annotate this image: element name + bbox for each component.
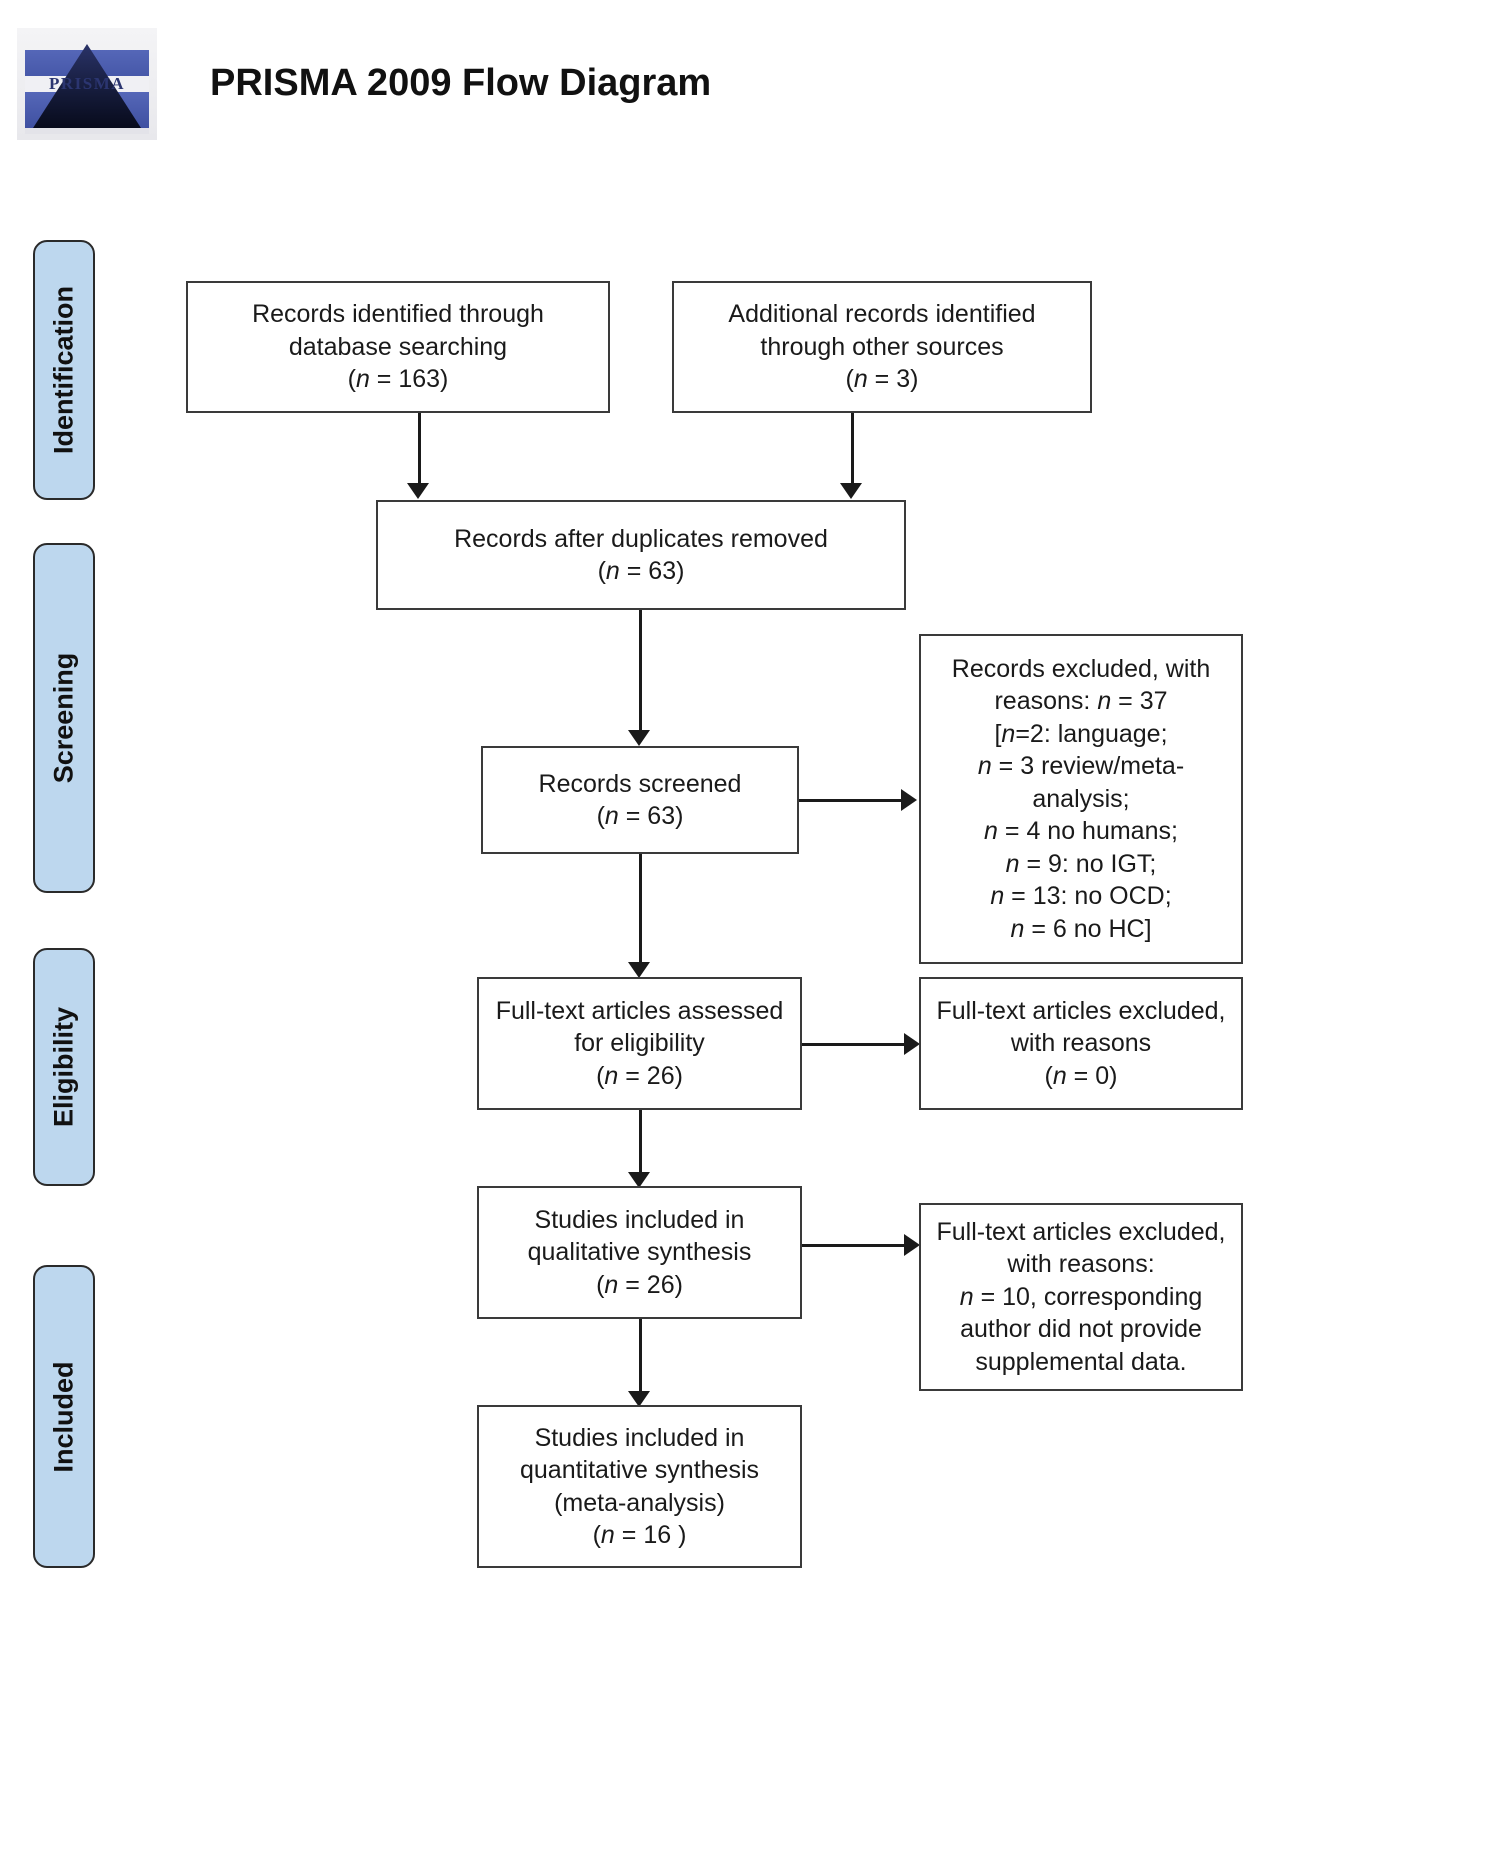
- arrowhead-db-to-dedup: [407, 483, 429, 499]
- box-fulltext-assessed-eligibility: Full-text articles assessed for eligibil…: [477, 977, 802, 1110]
- arrowhead-dedup-to-screened: [628, 730, 650, 746]
- connector-other-to-dedup: [851, 413, 854, 485]
- box-text: Records identified through database sear…: [252, 300, 544, 394]
- arrowhead-qualitative-to-excluded-2: [904, 1234, 920, 1256]
- arrowhead-fulltext-to-excluded-1: [904, 1033, 920, 1055]
- stage-label-included: Included: [48, 1360, 79, 1473]
- box-studies-qualitative-synthesis: Studies included in qualitative synthesi…: [477, 1186, 802, 1319]
- stage-pill-identification: Identification: [33, 240, 95, 500]
- box-text: Studies included in quantitative synthes…: [519, 1423, 760, 1550]
- connector-fulltext-to-qualitative: [639, 1110, 642, 1176]
- box-text: Studies included in qualitative synthesi…: [527, 1205, 752, 1299]
- connector-fulltext-to-excluded-1: [802, 1043, 906, 1046]
- connector-db-to-dedup: [418, 413, 421, 485]
- stage-label-identification: Identification: [48, 286, 79, 454]
- box-text: Records excluded, with reasons: n = 37 […: [951, 654, 1211, 943]
- arrowhead-screened-to-excluded: [901, 789, 917, 811]
- arrowhead-fulltext-to-qualitative: [628, 1172, 650, 1188]
- box-records-excluded-with-reasons: Records excluded, with reasons: n = 37 […: [919, 634, 1243, 964]
- stage-label-screening: Screening: [48, 652, 79, 784]
- connector-screened-to-fulltext: [639, 854, 642, 966]
- box-text: Full-text articles excluded, with reason…: [936, 996, 1226, 1090]
- arrowhead-screened-to-fulltext: [628, 962, 650, 978]
- box-additional-records-other-sources: Additional records identified through ot…: [672, 281, 1092, 413]
- connector-qualitative-to-excluded-2: [802, 1244, 906, 1247]
- box-text: Records after duplicates removed (n = 63…: [454, 524, 828, 586]
- connector-dedup-to-screened: [639, 610, 642, 732]
- box-text: Full-text articles assessed for eligibil…: [495, 996, 784, 1090]
- box-text: Full-text articles excluded, with reason…: [936, 1217, 1226, 1376]
- box-text: Records screened (n = 63): [538, 769, 742, 831]
- arrowhead-other-to-dedup: [840, 483, 862, 499]
- connector-screened-to-excluded: [799, 799, 903, 802]
- connector-qualitative-to-quantitative: [639, 1319, 642, 1395]
- stage-pill-screening: Screening: [33, 543, 95, 893]
- box-records-screened: Records screened (n = 63): [481, 746, 799, 854]
- box-records-after-duplicates-removed: Records after duplicates removed (n = 63…: [376, 500, 906, 610]
- box-fulltext-excluded-reasons-zero: Full-text articles excluded, with reason…: [919, 977, 1243, 1110]
- arrowhead-qualitative-to-quantitative: [628, 1391, 650, 1407]
- page-title: PRISMA 2009 Flow Diagram: [210, 62, 712, 104]
- prisma-logo: PRISMA: [17, 28, 157, 140]
- box-text: Additional records identified through ot…: [728, 300, 1036, 394]
- box-records-identified-database: Records identified through database sear…: [186, 281, 610, 413]
- stage-pill-eligibility: Eligibility: [33, 948, 95, 1186]
- box-fulltext-excluded-supplemental-data: Full-text articles excluded, with reason…: [919, 1203, 1243, 1391]
- stage-label-eligibility: Eligibility: [48, 1006, 79, 1128]
- box-studies-quantitative-synthesis: Studies included in quantitative synthes…: [477, 1405, 802, 1568]
- stage-pill-included: Included: [33, 1265, 95, 1568]
- svg-text:PRISMA: PRISMA: [49, 74, 125, 93]
